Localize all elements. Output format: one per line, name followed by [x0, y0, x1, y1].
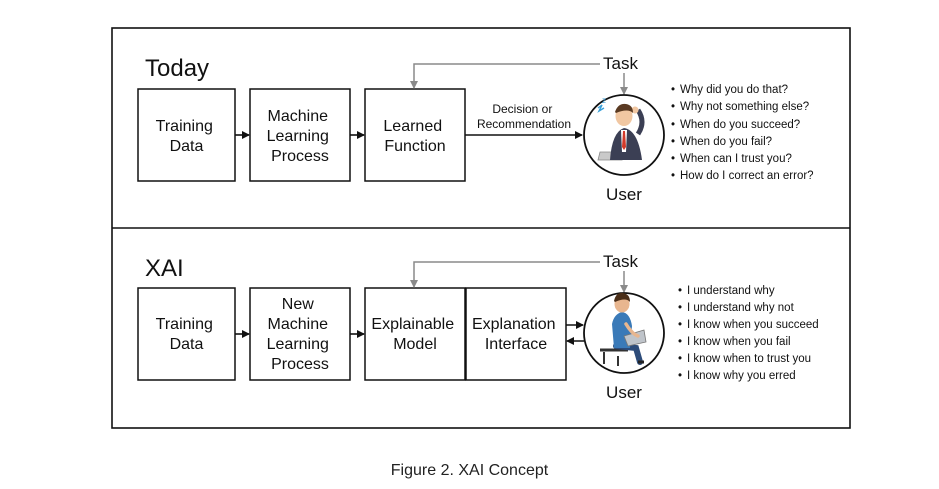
today-panel: Today Training Data Machine Learning Pro…	[137, 54, 814, 204]
xai-statement-item: •	[678, 336, 682, 348]
xai-statement-text: I know when you succeed	[687, 319, 819, 331]
relaxed-user-with-laptop-icon	[600, 292, 647, 366]
today-question-item: •	[671, 119, 675, 131]
today-learned-function-label: Learned Function	[383, 118, 446, 155]
xai-statement-item: •	[678, 285, 682, 297]
xai-explanation-interface-label: Explanation Interface	[472, 316, 560, 353]
xai-statement-text: I know when you fail	[687, 336, 791, 348]
xai-user-label: User	[606, 383, 642, 402]
today-task-feedback-line	[410, 63, 600, 89]
xai-explainable-model-box	[364, 287, 466, 381]
today-training-data-box	[137, 88, 236, 182]
today-question-text: When can I trust you?	[680, 153, 792, 165]
xai-panel: XAI Training Data New Machine Learning P…	[137, 252, 819, 402]
xai-task-feedback-line	[410, 261, 600, 288]
today-question-text: When do you fail?	[680, 136, 772, 148]
today-ml-process-label: Machine Learning Process	[267, 108, 334, 165]
xai-training-data-box	[137, 287, 236, 381]
xai-statement-text: I understand why	[687, 285, 775, 297]
xai-training-data-label: Training Data	[156, 316, 218, 353]
today-question-text: How do I correct an error?	[680, 170, 814, 182]
xai-statement-item: •	[678, 319, 682, 331]
today-decision-label: Decision or Recommendation	[477, 102, 571, 131]
today-title: Today	[145, 55, 209, 82]
xai-statement-text: I understand why not	[687, 302, 795, 314]
today-learned-function-box	[364, 88, 466, 182]
today-question-text: When do you succeed?	[680, 119, 800, 131]
today-task-label: Task	[603, 54, 638, 73]
today-question-item: •	[671, 84, 675, 96]
xai-explainable-model-label: Explainable Model	[371, 316, 458, 353]
xai-task-label: Task	[603, 252, 638, 271]
figure-caption: Figure 2. XAI Concept	[390, 462, 549, 479]
xai-statements-list: • I understand why • I understand why no…	[678, 285, 819, 382]
today-question-item: •	[671, 153, 675, 165]
today-user-label: User	[606, 185, 642, 204]
xai-statement-item: •	[678, 353, 682, 365]
today-ml-process-box	[249, 88, 351, 182]
xai-title: XAI	[145, 255, 184, 282]
xai-explanation-interface-box	[465, 287, 567, 381]
xai-statement-item: •	[678, 302, 682, 314]
xai-ml-process-label: New Machine Learning Process	[267, 296, 334, 373]
stressed-businessman-icon: z	[597, 96, 645, 161]
today-question-text: Why not something else?	[680, 101, 809, 113]
xai-statement-text: I know why you erred	[687, 370, 796, 382]
xai-statement-item: •	[678, 370, 682, 382]
svg-text:z: z	[602, 96, 606, 105]
xai-ml-process-box	[249, 287, 351, 381]
xai-statement-text: I know when to trust you	[687, 353, 811, 365]
today-question-item: •	[671, 101, 675, 113]
today-questions-list: • Why did you do that? • Why not somethi…	[671, 84, 814, 182]
today-question-item: •	[671, 170, 675, 182]
today-question-text: Why did you do that?	[680, 84, 788, 96]
today-training-data-label: Training Data	[156, 118, 218, 155]
today-question-item: •	[671, 136, 675, 148]
